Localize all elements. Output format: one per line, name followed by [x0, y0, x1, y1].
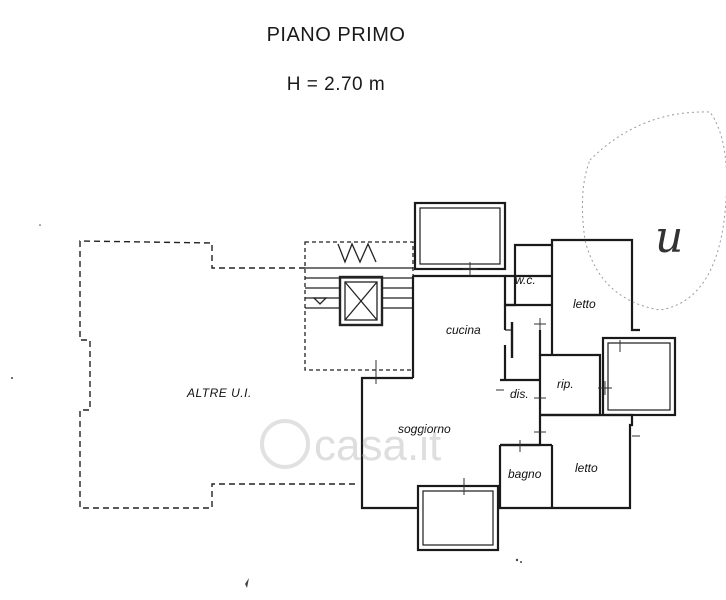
label-other-units: ALTRE U.I. — [186, 386, 252, 400]
label-bathroom: bagno — [508, 467, 542, 481]
opening-marks — [375, 262, 640, 495]
stamp: u — [581, 111, 726, 311]
floor-title: PIANO PRIMO — [266, 24, 406, 46]
watermark: casa.it — [260, 419, 441, 470]
scan-marks — [11, 224, 522, 588]
label-living: soggiorno — [398, 422, 451, 436]
label-bedroom-bottom: letto — [575, 461, 598, 475]
label-kitchen: cucina — [446, 323, 481, 337]
label-hallway: dis. — [510, 387, 529, 401]
apartment-walls — [360, 201, 677, 552]
ceiling-height-note: H = 2.70 m — [286, 74, 386, 95]
stair-block — [304, 241, 414, 371]
label-wc: w.c. — [515, 273, 536, 287]
label-bedroom-top: letto — [573, 297, 596, 311]
stamp-signature: u — [655, 212, 683, 263]
other-units-outline — [79, 240, 357, 509]
svg-text:casa.it: casa.it — [314, 421, 441, 470]
label-storage: rip. — [557, 377, 574, 391]
